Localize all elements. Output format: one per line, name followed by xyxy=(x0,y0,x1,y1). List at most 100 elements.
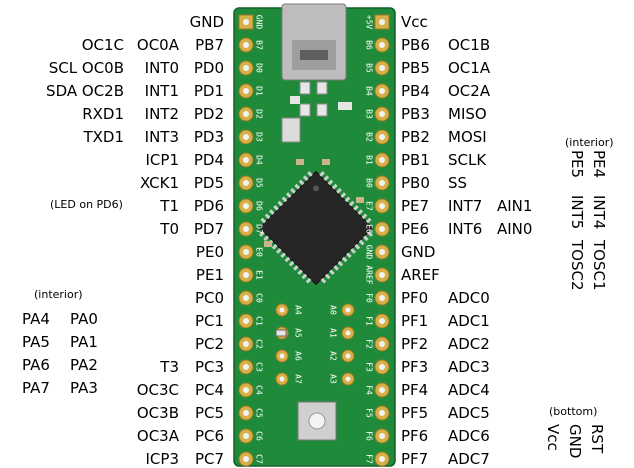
pin-hole xyxy=(379,203,385,209)
inner-hole xyxy=(345,330,351,336)
right-func-a: SCLK xyxy=(448,151,487,169)
smd-component xyxy=(316,103,328,117)
silk-label: F1 xyxy=(365,316,374,326)
silk-label: D1 xyxy=(255,86,264,96)
left-pin-pd7: PD7 xyxy=(193,220,224,238)
silk-label: C2 xyxy=(255,339,264,349)
left-func-a: INT2 xyxy=(144,105,179,123)
pin-hole xyxy=(379,249,385,255)
silk-label: C5 xyxy=(255,408,264,418)
right-pin-pf1: PF1 xyxy=(401,312,429,330)
silk-label: AREF xyxy=(365,265,374,284)
smd-component xyxy=(299,103,311,117)
left-pin-pd3: PD3 xyxy=(193,128,224,146)
left-func-a: INT1 xyxy=(144,82,179,100)
interior-left-label: PA4 xyxy=(22,310,50,328)
smd-component xyxy=(316,81,328,95)
smd-component xyxy=(338,102,352,110)
silk-label: B6 xyxy=(365,40,374,50)
right-func-a: ADC5 xyxy=(448,404,490,422)
silk-label: +5V xyxy=(365,15,374,30)
left-func-b: OC1C xyxy=(81,36,124,54)
right-pin-vcc: Vcc xyxy=(401,13,428,31)
left-func-b: RXD1 xyxy=(82,105,124,123)
smd-capacitor xyxy=(356,197,364,203)
pin-hole xyxy=(243,249,249,255)
silk-label: E6 xyxy=(365,224,374,234)
interior-left-label: PA5 xyxy=(22,333,50,351)
pin-hole xyxy=(379,295,385,301)
pin-hole xyxy=(379,433,385,439)
pin-hole xyxy=(243,456,249,462)
left-pin-pc5: PC5 xyxy=(194,404,224,422)
pin-hole xyxy=(243,65,249,71)
pin-hole xyxy=(243,272,249,278)
right-pin-pb0: PB0 xyxy=(401,174,430,192)
led-note: (LED on PD6) xyxy=(50,198,123,211)
silk-label: D6 xyxy=(255,201,264,211)
interior-left-label: PA3 xyxy=(70,379,98,397)
right-func-a: ADC7 xyxy=(448,450,490,468)
left-func-b: SDA OC2B xyxy=(46,82,124,100)
left-pin-pc3: PC3 xyxy=(194,358,224,376)
right-func-b: AIN1 xyxy=(497,197,533,215)
silk-label: F4 xyxy=(365,385,374,395)
silk-label: GND xyxy=(365,245,374,260)
right-func-a: ADC6 xyxy=(448,427,490,445)
left-pin-pb7: PB7 xyxy=(195,36,224,54)
silk-label: F6 xyxy=(365,431,374,441)
pin-hole xyxy=(243,134,249,140)
silk-label: C3 xyxy=(255,362,264,372)
silk-label: B2 xyxy=(365,132,374,142)
interior-left-label: PA2 xyxy=(70,356,98,374)
right-pin-pf4: PF4 xyxy=(401,381,429,399)
silk-label: C1 xyxy=(255,316,264,326)
right-pin-pf3: PF3 xyxy=(401,358,429,376)
right-func-a: MISO xyxy=(448,105,487,123)
silk-label: F7 xyxy=(365,454,374,464)
silk-label: E7 xyxy=(365,201,374,211)
silk-label: F2 xyxy=(365,339,374,349)
silk-label: C0 xyxy=(255,293,264,303)
right-pin-pb4: PB4 xyxy=(401,82,430,100)
left-func-a: OC3B xyxy=(136,404,179,422)
inner-hole xyxy=(345,376,351,382)
right-pin-gnd: GND xyxy=(401,243,436,261)
bottom-right-label: RST xyxy=(588,424,606,454)
silk-label: A1 xyxy=(329,328,338,338)
interior-left-label: PA7 xyxy=(22,379,50,397)
left-func-b: TXD1 xyxy=(83,128,124,146)
pin-hole xyxy=(379,157,385,163)
silk-label: B1 xyxy=(365,155,374,165)
bottom-note: (bottom) xyxy=(549,405,598,418)
left-func-a: INT0 xyxy=(144,59,179,77)
silk-label: A2 xyxy=(329,351,338,361)
interior-right-label: TOSC2 xyxy=(568,240,586,291)
usb-tongue xyxy=(300,50,328,60)
right-func-a: SS xyxy=(448,174,468,192)
pin-hole xyxy=(243,387,249,393)
silk-label: D2 xyxy=(255,109,264,119)
silk-left-labels: GNDB7D0D1D2D3D4D5D6D7E0E1C0C1C2C3C4C5C6C… xyxy=(255,15,264,464)
silk-label: A0 xyxy=(329,305,338,315)
pin-hole xyxy=(379,111,385,117)
pin-hole xyxy=(243,410,249,416)
left-func-b: SCL OC0B xyxy=(48,59,124,77)
interior-left-label: PA0 xyxy=(70,310,98,328)
silk-label: GND xyxy=(255,15,264,30)
pin-hole xyxy=(243,111,249,117)
pin-hole xyxy=(243,341,249,347)
left-pin-pc4: PC4 xyxy=(194,381,224,399)
left-func-a: ICP3 xyxy=(145,450,180,468)
right-func-b: AIN0 xyxy=(497,220,533,238)
right-func-a: ADC0 xyxy=(448,289,490,307)
silk-right-labels: +5VB6B5B4B3B2B1B0E7E6GNDAREFF0F1F2F3F4F5… xyxy=(365,15,374,464)
microcontroller-chip xyxy=(258,170,374,286)
interior-right-label: PE5 xyxy=(568,150,586,179)
bottom-right-label: GND xyxy=(566,424,584,459)
silk-label: F0 xyxy=(365,293,374,303)
silk-label: C4 xyxy=(255,385,264,395)
pin-hole xyxy=(379,65,385,71)
left-pin-pd2: PD2 xyxy=(193,105,224,123)
left-pin-pd0: PD0 xyxy=(193,59,224,77)
